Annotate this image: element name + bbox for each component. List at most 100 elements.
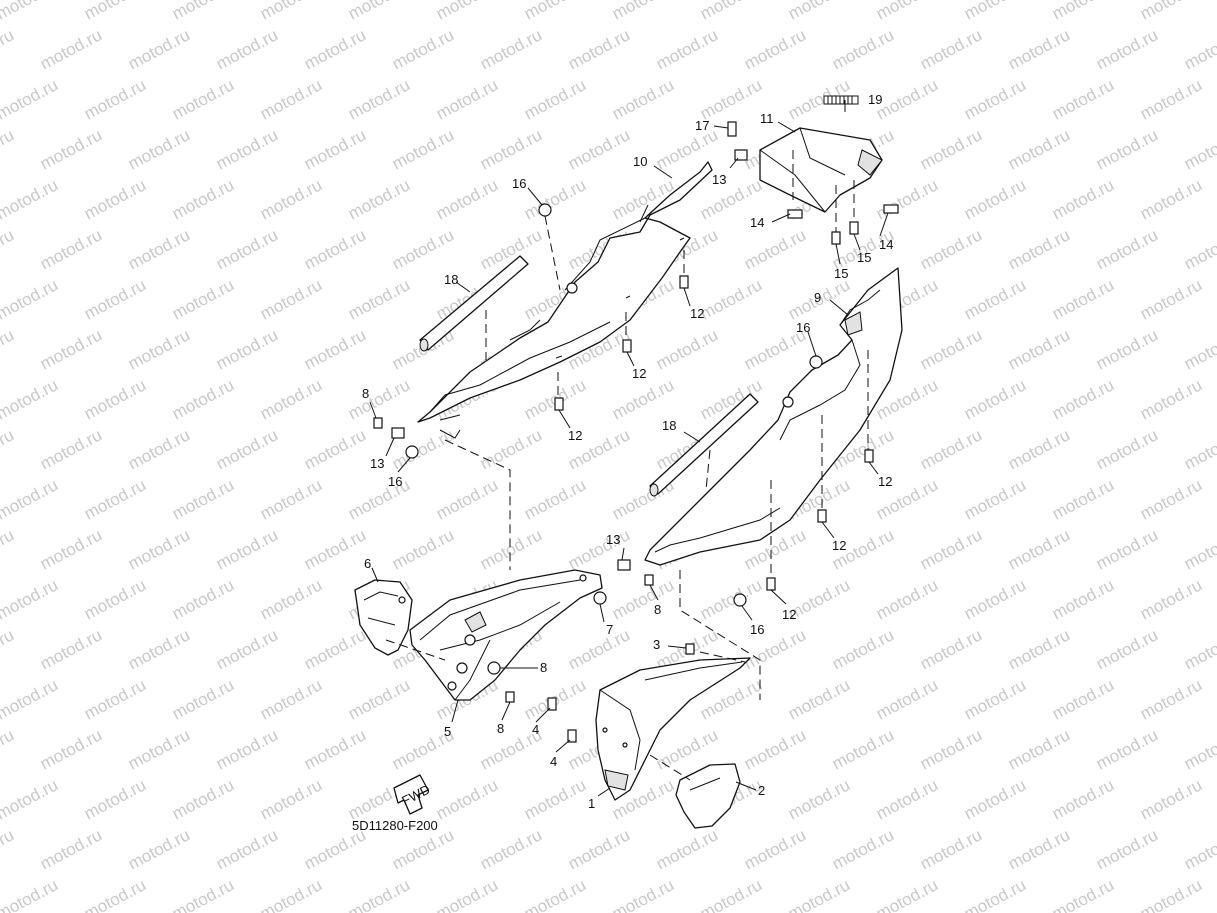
watermark-text: motod.ru — [741, 825, 809, 873]
part-5-bracket[interactable] — [409, 569, 603, 701]
watermark-text: motod.ru — [257, 275, 325, 323]
watermark-text: motod.ru — [213, 625, 281, 673]
watermark-text: motod.ru — [389, 525, 457, 573]
callout-12: 12 — [782, 607, 796, 622]
watermark-text: motod.ru — [257, 575, 325, 623]
watermark-text: motod.ru — [1093, 725, 1161, 773]
watermark-text: motod.ru — [213, 25, 281, 73]
part-9-side-cover-right[interactable] — [644, 267, 903, 566]
watermark-text: motod.ru — [0, 525, 17, 573]
watermark-text: motod.ru — [477, 25, 545, 73]
watermark-text: motod.ru — [0, 775, 61, 823]
watermark-text: motod.ru — [0, 425, 17, 473]
part-1-lower-panel[interactable] — [595, 657, 751, 801]
watermark-text: motod.ru — [301, 125, 369, 173]
watermark-text: motod.ru — [345, 875, 413, 913]
watermark-text: motod.ru — [433, 0, 501, 24]
watermark-text: motod.ru — [169, 575, 237, 623]
watermark-text: motod.ru — [345, 0, 413, 24]
watermark-text: motod.ru — [609, 575, 677, 623]
callout-16: 16 — [750, 622, 764, 637]
watermark-text: motod.ru — [1049, 575, 1117, 623]
callout-5: 5 — [444, 724, 451, 739]
callout-4: 4 — [532, 722, 539, 737]
watermark-text: motod.ru — [565, 25, 633, 73]
watermark-text: motod.ru — [741, 225, 809, 273]
watermark-text: motod.ru — [873, 0, 941, 24]
watermark-text: motod.ru — [301, 25, 369, 73]
watermark-text: motod.ru — [213, 725, 281, 773]
watermark-text: motod.ru — [81, 475, 149, 523]
watermark-text: motod.ru — [301, 325, 369, 373]
watermark-text: motod.ru — [1005, 425, 1073, 473]
watermark-text: motod.ru — [81, 275, 149, 323]
watermark-text: motod.ru — [0, 25, 17, 73]
watermark-text: motod.ru — [0, 225, 17, 273]
watermark-text: motod.ru — [213, 425, 281, 473]
watermark-text: motod.ru — [1049, 475, 1117, 523]
watermark-text: motod.ru — [389, 25, 457, 73]
watermark-text: motod.ru — [213, 325, 281, 373]
watermark-text: motod.ru — [565, 125, 633, 173]
callout-13: 13 — [712, 172, 726, 187]
watermark-text: motod.ru — [0, 0, 61, 24]
watermark-text: motod.ru — [785, 0, 853, 24]
watermark-text: motod.ru — [609, 375, 677, 423]
watermark-text: motod.ru — [961, 175, 1029, 223]
callout-18: 18 — [662, 418, 676, 433]
watermark-text: motod.ru — [0, 375, 61, 423]
callout-4: 4 — [550, 754, 557, 769]
watermark-text: motod.ru — [257, 475, 325, 523]
watermark-text: motod.ru — [81, 175, 149, 223]
watermark-text: motod.ru — [301, 725, 369, 773]
watermark-text: motod.ru — [1093, 525, 1161, 573]
watermark-text: motod.ru — [433, 875, 501, 913]
watermark-text: motod.ru — [1181, 425, 1217, 473]
watermark-text: motod.ru — [917, 625, 985, 673]
watermark-text: motod.ru — [0, 475, 61, 523]
watermark-text: motod.ru — [741, 725, 809, 773]
callout-1: 1 — [588, 796, 595, 811]
watermark-text: motod.ru — [521, 175, 589, 223]
watermark-text: motod.ru — [961, 875, 1029, 913]
watermark-text: motod.ru — [213, 125, 281, 173]
callout-12: 12 — [632, 366, 646, 381]
watermark-text: motod.ru — [0, 725, 17, 773]
watermark-text: motod.ru — [1137, 675, 1205, 723]
watermark-text: motod.ru — [213, 525, 281, 573]
watermark-text: motod.ru — [1005, 825, 1073, 873]
part-11-rear-cover[interactable] — [759, 127, 883, 213]
watermark-text: motod.ru — [961, 675, 1029, 723]
watermark-text: motod.ru — [785, 875, 853, 913]
callout-16: 16 — [388, 474, 402, 489]
watermark-text: motod.ru — [917, 225, 985, 273]
watermark-text: motod.ru — [1093, 825, 1161, 873]
watermark-text: motod.ru — [125, 325, 193, 373]
watermark-text: motod.ru — [521, 475, 589, 523]
watermark-text: motod.ru — [301, 625, 369, 673]
watermark-text: motod.ru — [1049, 775, 1117, 823]
part-6-panel[interactable] — [354, 579, 413, 656]
part-18-strip-right[interactable] — [649, 393, 759, 497]
callout-3: 3 — [653, 637, 660, 652]
watermark-text: motod.ru — [1137, 75, 1205, 123]
watermark-text: motod.ru — [653, 25, 721, 73]
watermark-text: motod.ru — [609, 0, 677, 24]
watermark-text: motod.ru — [125, 825, 193, 873]
part-10-side-cover-left[interactable] — [417, 161, 713, 439]
callout-15: 15 — [834, 266, 848, 281]
callout-16: 16 — [796, 320, 810, 335]
watermark-text: motod.ru — [653, 325, 721, 373]
watermark-text: motod.ru — [37, 725, 105, 773]
watermark-text: motod.ru — [477, 425, 545, 473]
part-2-cover-oval[interactable] — [675, 763, 741, 829]
callout-7: 7 — [606, 622, 613, 637]
watermark-text: motod.ru — [521, 775, 589, 823]
part-18-strip-left[interactable] — [419, 255, 529, 352]
watermark-text: motod.ru — [829, 825, 897, 873]
watermark-text: motod.ru — [1005, 25, 1073, 73]
watermark-text: motod.ru — [0, 875, 61, 913]
watermark-text: motod.ru — [697, 575, 765, 623]
watermark-text: motod.ru — [0, 75, 61, 123]
